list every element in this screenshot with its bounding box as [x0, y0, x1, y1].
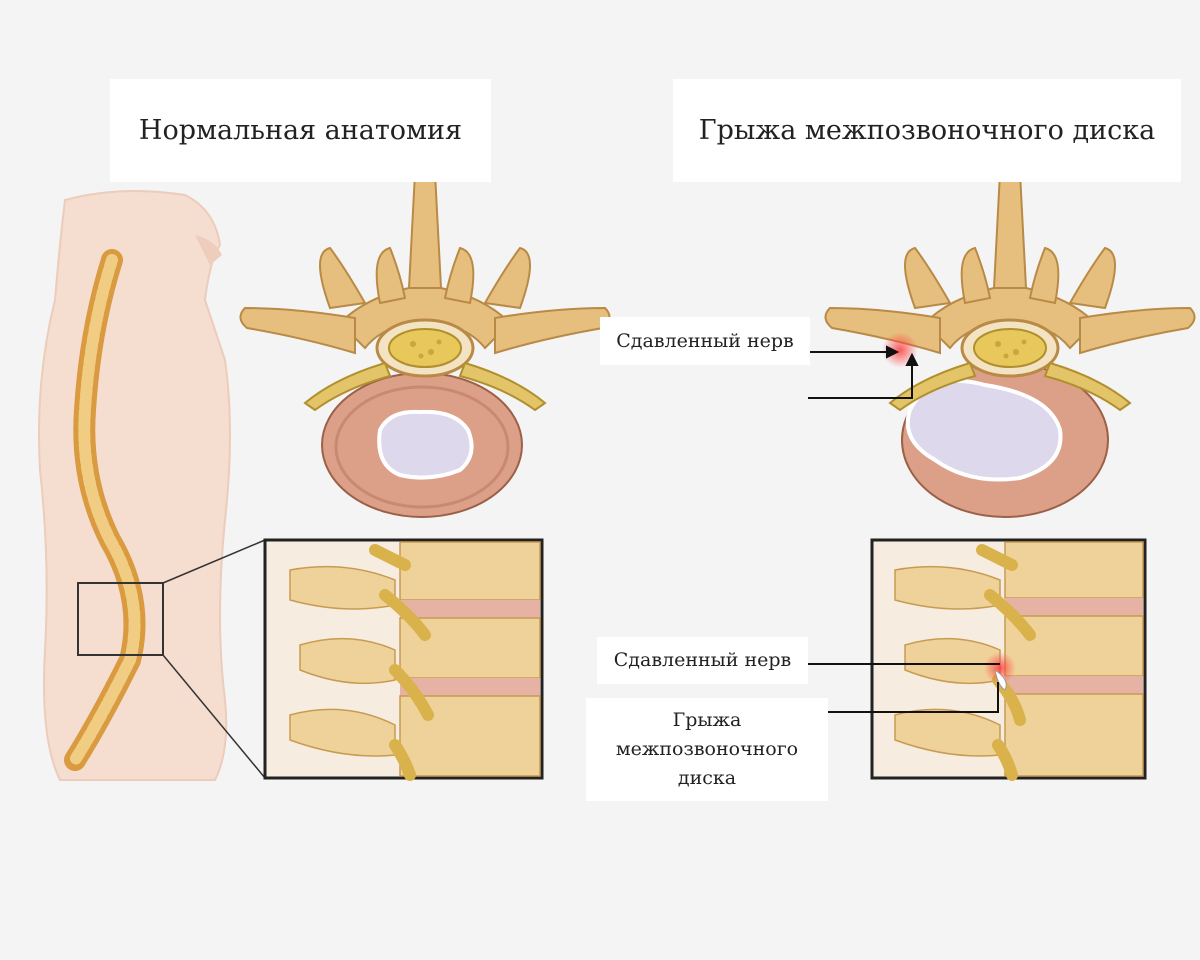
label-pinched-nerve-top: Сдавленный нерв — [600, 317, 810, 365]
label-herniated-disc: Грыжа межпозвоночного диска — [586, 698, 828, 801]
normal-nucleus — [377, 409, 474, 480]
spine-column — [64, 249, 146, 771]
label-herniated-disc-line-1: Грыжа — [672, 709, 742, 731]
zoom-line-top — [162, 539, 266, 584]
spine-zoom-box — [77, 582, 164, 656]
inflammation-glow-bottom — [984, 652, 1016, 684]
pointer-disc-bottom — [828, 682, 999, 713]
title-herniated-disc: Грыжа межпозвоночного диска — [673, 79, 1181, 182]
body-silhouette — [38, 190, 231, 781]
herniated-vertebra — [823, 171, 1197, 412]
herniation-bulge — [994, 668, 1007, 691]
herniated-nucleus — [905, 378, 1063, 482]
zoom-line-bottom — [162, 654, 266, 779]
pointer-lines — [808, 345, 1000, 713]
normal-side-view — [263, 538, 544, 781]
herniated-side-view — [870, 538, 1147, 781]
label-herniated-disc-line-3: диска — [677, 767, 737, 789]
herniated-disc-cross-section — [823, 171, 1197, 518]
normal-vertebra — [238, 171, 612, 412]
label-pinched-nerve-bottom: Сдавленный нерв — [597, 637, 808, 684]
arrow-line-disc-top — [808, 362, 913, 399]
arrow-head-disc-top — [905, 352, 919, 366]
label-herniated-disc-line-2: межпозвоночного — [615, 738, 799, 760]
arrow-head-nerve-top — [886, 345, 900, 359]
title-normal-anatomy: Нормальная анатомия — [110, 79, 491, 182]
normal-disc-cross-section — [238, 171, 612, 518]
